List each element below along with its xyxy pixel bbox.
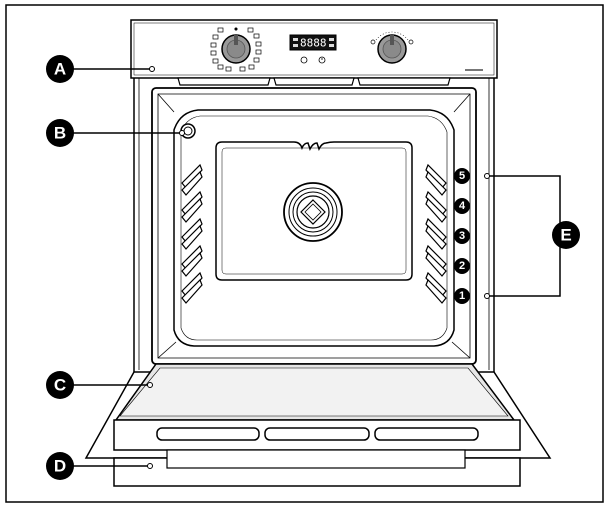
back-panel xyxy=(215,141,413,281)
svg-text:C: C xyxy=(54,376,66,395)
svg-text:E: E xyxy=(560,226,571,245)
callout-e: E xyxy=(484,173,580,299)
panel-vents xyxy=(177,77,451,86)
callout-b: B xyxy=(46,119,185,147)
convection-fan-cover xyxy=(283,182,343,242)
svg-text:B: B xyxy=(54,124,66,143)
shelf-level-markers: 5 4 3 2 1 xyxy=(454,168,470,304)
shelf-level-2: 2 xyxy=(454,258,470,274)
shelf-level-4: 4 xyxy=(454,198,470,214)
bottom-panel xyxy=(113,449,521,487)
svg-text:D: D xyxy=(54,457,66,476)
svg-text:4: 4 xyxy=(459,200,466,212)
digital-display: 8888 xyxy=(289,34,337,51)
control-panel: 8888 xyxy=(130,19,498,86)
svg-text:3: 3 xyxy=(459,230,465,242)
shelf-level-5: 5 xyxy=(454,168,470,184)
callout-c: C xyxy=(46,371,153,399)
oven-door xyxy=(84,363,552,459)
display-digits: 8888 xyxy=(300,37,327,50)
temperature-knob xyxy=(370,31,414,64)
figure-frame xyxy=(5,4,604,503)
shelf-level-3: 3 xyxy=(454,228,470,244)
function-symbol-icons xyxy=(210,27,262,72)
svg-text:A: A xyxy=(54,60,66,79)
callout-d: D xyxy=(46,452,153,480)
function-selector-knob xyxy=(221,34,251,64)
callout-a: A xyxy=(46,55,155,83)
right-shelf-guides xyxy=(425,163,447,304)
svg-text:1: 1 xyxy=(459,290,465,302)
left-shelf-guides xyxy=(181,163,203,304)
svg-text:5: 5 xyxy=(459,170,465,182)
svg-text:2: 2 xyxy=(459,260,465,272)
display-button-icons xyxy=(300,56,326,64)
brand-mark xyxy=(465,69,483,71)
shelf-level-1: 1 xyxy=(454,288,470,304)
